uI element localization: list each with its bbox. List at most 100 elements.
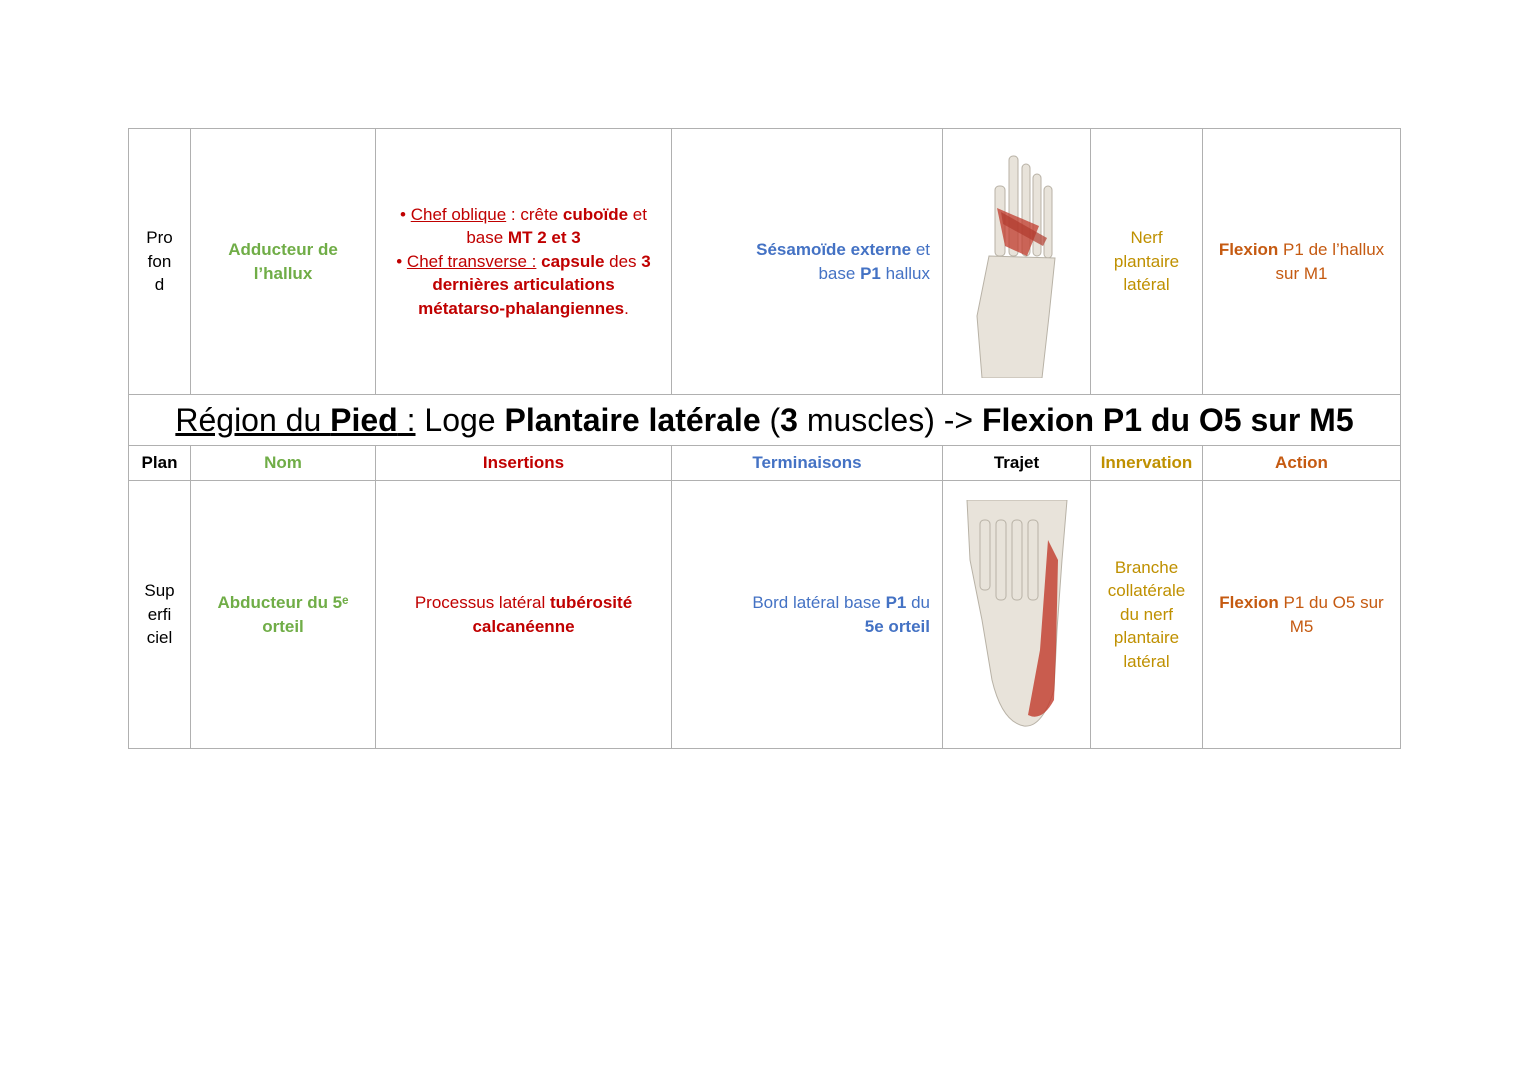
text-line: Sésamoïde externe et — [678, 238, 930, 262]
text-line: l’hallux — [197, 262, 369, 286]
text-line: plantaire — [1097, 626, 1196, 650]
text-segment: Processus latéral — [414, 593, 550, 612]
text-segment: l’hallux — [253, 263, 313, 283]
text-segment: Loge — [415, 402, 505, 438]
text-line: base P1 hallux — [678, 262, 930, 286]
text-segment: Abducteur du 5ᵉ — [217, 593, 349, 612]
nom-cell: Adducteur de l’hallux — [190, 128, 376, 395]
text-line: orteil — [197, 615, 369, 639]
text-segment: et — [911, 240, 930, 259]
text-segment: orteil — [262, 616, 304, 636]
text-line: Bord latéral base P1 du — [678, 591, 930, 615]
text-segment: tubérosité — [549, 593, 633, 612]
text-segment: hallux — [880, 263, 930, 283]
text-segment: plantaire — [1113, 251, 1180, 271]
text-segment: du nerf — [1120, 604, 1173, 624]
text-segment: calcanéenne — [472, 616, 575, 636]
text-segment: Chef oblique — [410, 204, 507, 224]
text-line: d — [154, 275, 165, 295]
text-segment: Plantaire latérale — [504, 402, 761, 438]
text-segment: Nerf — [1130, 228, 1163, 248]
text-line: M5 — [1209, 615, 1394, 639]
header-nom: Nom — [190, 445, 376, 481]
text-segment: MT 2 et 3 — [507, 228, 581, 248]
text-segment: sur M1 — [1275, 263, 1328, 283]
section-title-row: Région du Pied : Loge Plantaire latérale… — [128, 394, 1401, 446]
foot-abductor-digiti-minimi-image — [965, 499, 1068, 727]
text-line: erfi — [147, 604, 172, 624]
text-line: Nerf — [1097, 226, 1196, 250]
text-segment: cuboïde — [562, 204, 629, 224]
text-segment: Flexion — [1218, 240, 1279, 259]
text-segment: : crête — [506, 204, 563, 224]
text-segment: capsule — [541, 251, 605, 271]
section-title: Région du Pied : Loge Plantaire latérale… — [128, 394, 1401, 446]
text-line: base MT 2 et 3 — [382, 226, 665, 250]
text-segment: Flexion P1 du O5 sur M5 — [981, 402, 1354, 438]
text-segment: base — [466, 228, 508, 248]
text-line: 5e orteil — [678, 615, 930, 639]
text-segment: dernières articulations — [432, 275, 615, 295]
text-segment: Adducteur de — [228, 240, 338, 259]
text-segment: P1 de l’hallux — [1278, 240, 1385, 259]
header-insertions: Insertions — [375, 445, 672, 481]
action-cell: Flexion P1 de l’hallux sur M1 — [1202, 128, 1401, 395]
text-segment: ( — [760, 402, 781, 438]
trajet-cell — [942, 480, 1091, 749]
table-row: Pro fon d Adducteur de l’hallux • Chef obli… — [128, 128, 1401, 395]
text-segment: latéral — [1123, 651, 1170, 671]
text-segment: 5e orteil — [864, 616, 930, 636]
text-segment: P1 du O5 sur — [1278, 593, 1384, 612]
text-line: sur M1 — [1209, 262, 1394, 286]
text-segment: collatérale — [1107, 581, 1186, 601]
text-line: Flexion P1 du O5 sur — [1209, 591, 1394, 615]
table-row: Sup erfi ciel Abducteur du 5ᵉ orteil Proces… — [128, 480, 1401, 749]
text-segment: Pied — [330, 402, 398, 438]
text-line: calcanéenne — [382, 615, 665, 639]
text-segment: P1 — [860, 263, 881, 283]
muscle-table: Pro fon d Adducteur de l’hallux • Chef obli… — [128, 128, 1401, 749]
text-segment: plantaire — [1113, 628, 1180, 648]
text-segment: : — [397, 402, 416, 438]
text-segment: métatarso-phalangiennes — [418, 298, 625, 318]
plan-cell: Pro fon d — [128, 128, 191, 395]
text-line: Processus latéral tubérosité — [382, 591, 665, 615]
trajet-cell — [942, 128, 1091, 395]
text-line: Branche — [1097, 556, 1196, 580]
text-line: Sup — [144, 581, 175, 601]
text-line: • Chef oblique : crête cuboïde et — [382, 203, 665, 227]
header-trajet: Trajet — [942, 445, 1091, 481]
text-line: plantaire — [1097, 250, 1196, 274]
text-segment: Chef transverse : — [406, 251, 537, 271]
text-segment: 3 — [641, 251, 651, 271]
innervation-cell: Branche collatérale du nerf plantaire latéra… — [1090, 480, 1203, 749]
text-line: Pro — [146, 228, 173, 248]
text-line: ciel — [146, 628, 173, 648]
text-line: fon — [147, 251, 172, 271]
text-segment: Branche — [1114, 557, 1179, 577]
text-line: du nerf — [1097, 603, 1196, 627]
text-line: Abducteur du 5ᵉ — [197, 591, 369, 615]
text-segment: P1 — [885, 593, 907, 612]
header-terminaisons: Terminaisons — [671, 445, 943, 481]
text-segment: Sésamoïde externe — [756, 240, 912, 259]
foot-adductor-hallucis-image — [975, 155, 1056, 378]
text-segment: Flexion — [1219, 593, 1279, 612]
text-line: métatarso-phalangiennes. — [382, 297, 665, 321]
text-line: collatérale — [1097, 579, 1196, 603]
table-header-row: Plan Nom Insertions Terminaisons Trajet … — [128, 445, 1401, 481]
text-segment: Région du — [175, 402, 331, 438]
text-segment: . — [624, 298, 629, 318]
text-segment: base — [818, 263, 861, 283]
text-segment: 3 — [780, 402, 798, 438]
text-line: • Chef transverse : capsule des 3 — [382, 250, 665, 274]
text-line: latéral — [1097, 273, 1196, 297]
text-line: Adducteur de — [197, 238, 369, 262]
